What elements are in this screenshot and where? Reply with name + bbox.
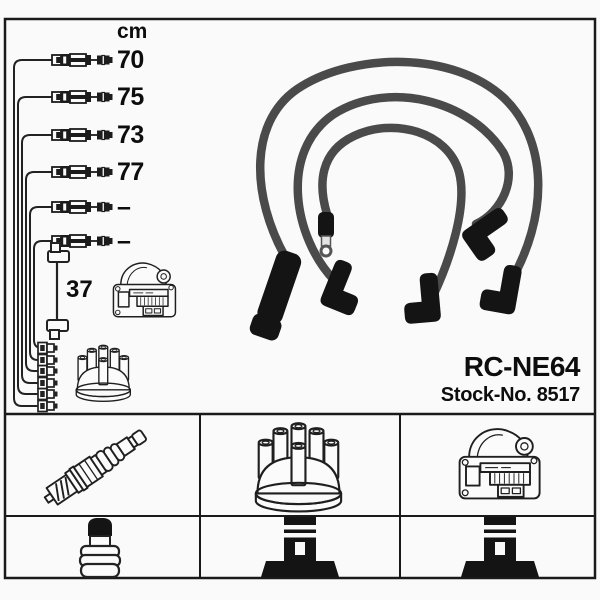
connector-stack xyxy=(37,341,59,413)
cable-length-6: – xyxy=(117,227,131,255)
lead-inner xyxy=(318,123,466,301)
cable-symbols xyxy=(51,53,114,248)
coil-lead-length: 37 xyxy=(66,276,93,303)
coil-lead-drawing xyxy=(46,242,70,340)
cable-length-1: 70 xyxy=(117,46,144,74)
legend-plug-connector xyxy=(78,518,122,579)
frame-border xyxy=(3,17,597,580)
cable-length-3: 73 xyxy=(117,121,144,149)
elbow-boot xyxy=(401,272,442,325)
stock-number: Stock-No. 8517 xyxy=(440,384,581,406)
legend-coil-connector xyxy=(461,517,539,577)
lead-outer xyxy=(255,57,543,293)
lead-middle xyxy=(293,92,513,285)
plug-boots xyxy=(249,205,523,341)
distributor-cap-drawing xyxy=(75,344,131,402)
elbow-boot xyxy=(459,205,521,264)
coil-terminal xyxy=(318,212,334,258)
legend-distributor-cap xyxy=(254,422,343,513)
legend-coil-connector xyxy=(261,517,339,577)
wire-set-schematic xyxy=(13,53,114,413)
cable-length-5: – xyxy=(117,193,131,221)
legend-grid-lines xyxy=(5,412,595,578)
part-number: RC-NE64 xyxy=(463,351,581,382)
ignition-lead-set-photo xyxy=(249,57,543,341)
legend-spark-plug xyxy=(43,429,147,506)
ignition-coil-drawing xyxy=(112,262,177,318)
straight-boot xyxy=(249,250,302,341)
cable-length-4: 77 xyxy=(117,158,144,186)
elbow-boot xyxy=(478,260,523,316)
legend-ignition-coil xyxy=(458,428,541,500)
unit-header: cm xyxy=(117,20,148,43)
cable-length-2: 75 xyxy=(117,83,144,111)
